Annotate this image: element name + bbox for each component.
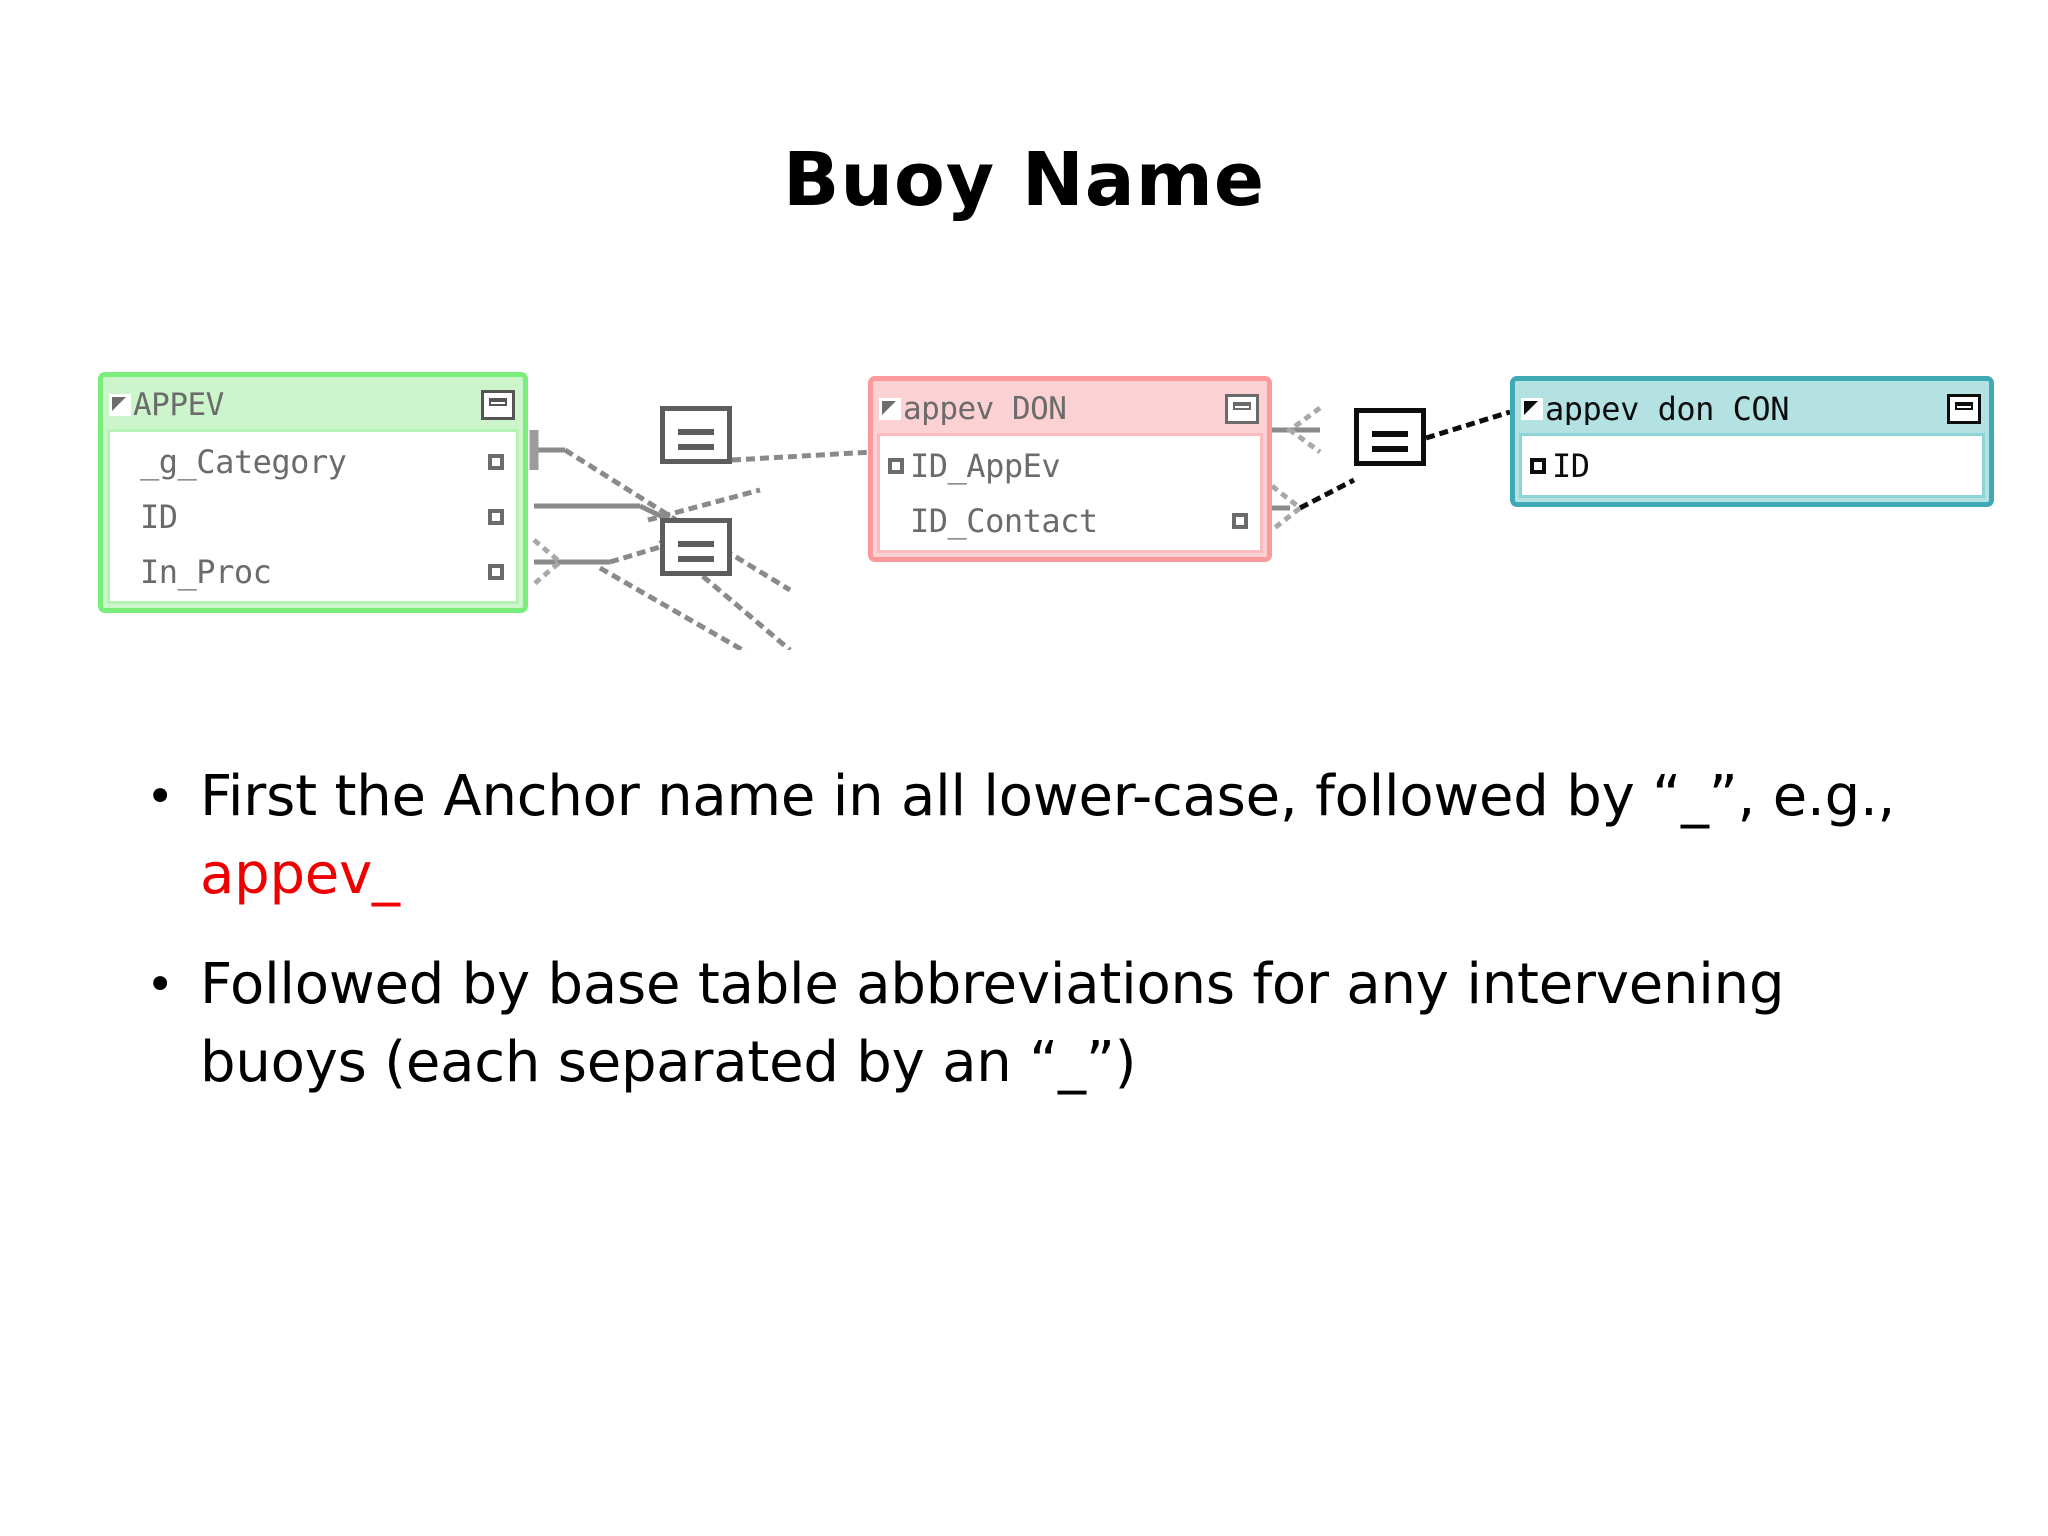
table-icon <box>879 398 901 420</box>
bullet-text-main: Followed by base table abbreviations for… <box>200 952 1785 1095</box>
erd-field-list: _g_Category ID In_Proc <box>107 429 519 604</box>
key-indicator-icon <box>488 508 504 525</box>
erd-table-appev-don[interactable]: appev_DON ID_AppEv ID_Contact <box>868 376 1272 562</box>
key-indicator-icon <box>1232 512 1248 529</box>
bullet-list: • First the Anchor name in all lower-cas… <box>140 758 1940 1134</box>
table-icon <box>109 394 131 416</box>
erd-field-list: ID_AppEv ID_Contact <box>877 433 1263 553</box>
erd-table-title-bar[interactable]: APPEV <box>107 381 519 429</box>
equals-icon-bar-bottom <box>678 556 714 562</box>
er-diagram: APPEV _g_Category ID In_Proc a <box>0 330 2048 650</box>
bullet-marker-icon: • <box>146 957 175 1013</box>
erd-field-row[interactable]: In_Proc <box>110 544 516 599</box>
join-type-box[interactable] <box>660 406 732 464</box>
key-indicator-icon <box>488 563 504 580</box>
minimize-icon[interactable] <box>1225 394 1259 424</box>
erd-table-name: appev_DON <box>903 393 1067 425</box>
minimize-icon[interactable] <box>481 390 515 420</box>
bullet-marker-icon: • <box>146 769 175 825</box>
join-type-box[interactable] <box>660 518 732 576</box>
equals-icon-bar-top <box>1372 431 1408 437</box>
erd-table-title-bar[interactable]: appev_don_CON <box>1519 385 1985 433</box>
erd-table-title-bar[interactable]: appev_DON <box>877 385 1263 433</box>
erd-field-name: _g_Category <box>140 442 347 481</box>
bullet-text: Followed by base table abbreviations for… <box>200 946 1940 1102</box>
erd-field-name: ID <box>1552 446 1590 485</box>
erd-field-list: ID <box>1519 433 1985 498</box>
erd-field-row[interactable]: ID <box>1522 438 1982 493</box>
erd-field-name: In_Proc <box>140 552 272 591</box>
bullet-text: First the Anchor name in all lower-case,… <box>200 758 1940 914</box>
equals-icon-bar-top <box>678 429 714 435</box>
erd-table-appev-don-con[interactable]: appev_don_CON ID <box>1510 376 1994 507</box>
erd-field-row[interactable]: _g_Category <box>110 434 516 489</box>
erd-field-name: ID <box>140 497 178 536</box>
erd-field-row[interactable]: ID_AppEv <box>880 438 1260 493</box>
page-title: Buoy Name <box>782 137 1266 223</box>
list-item: • First the Anchor name in all lower-cas… <box>140 758 1940 914</box>
equals-icon-bar-top <box>678 541 714 547</box>
list-item: • Followed by base table abbreviations f… <box>140 946 1940 1102</box>
key-indicator-icon <box>888 457 904 474</box>
erd-table-name: appev_don_CON <box>1545 393 1789 425</box>
key-indicator-icon <box>488 453 504 470</box>
table-icon <box>1521 398 1543 420</box>
key-indicator-icon <box>1530 457 1546 474</box>
join-type-box[interactable] <box>1354 408 1426 466</box>
erd-field-row[interactable]: ID <box>110 489 516 544</box>
equals-icon-bar-bottom <box>1372 446 1408 452</box>
erd-field-name: ID_Contact <box>910 501 1098 540</box>
erd-field-row[interactable]: ID_Contact <box>880 493 1260 548</box>
erd-table-appev[interactable]: APPEV _g_Category ID In_Proc <box>98 372 528 613</box>
bullet-text-main: First the Anchor name in all lower-case,… <box>200 764 1896 829</box>
erd-table-name: APPEV <box>133 389 224 421</box>
minimize-icon[interactable] <box>1947 394 1981 424</box>
equals-icon-bar-bottom <box>678 444 714 450</box>
bullet-accent-text: appev_ <box>200 842 400 907</box>
erd-field-name: ID_AppEv <box>910 446 1061 485</box>
